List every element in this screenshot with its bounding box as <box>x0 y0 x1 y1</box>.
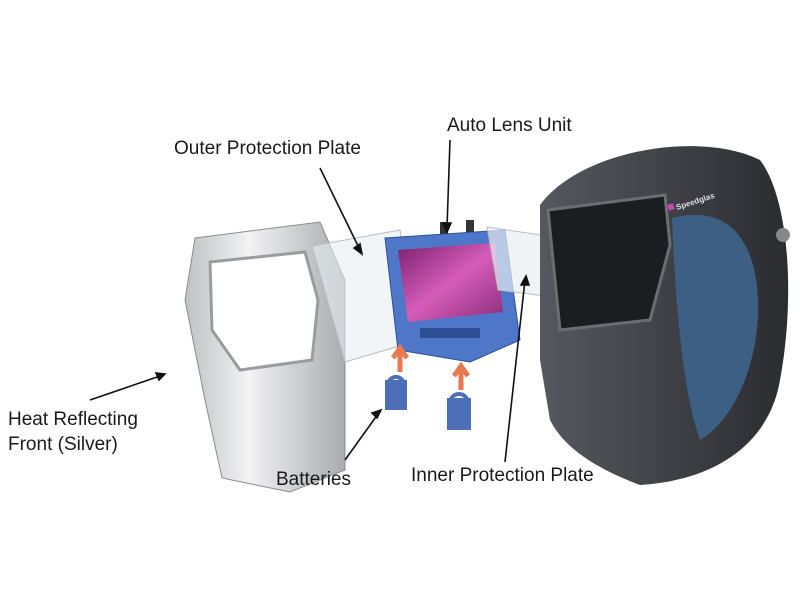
auto-lens-unit <box>384 220 521 363</box>
battery-right <box>447 392 471 430</box>
label-inner-protection-plate: Inner Protection Plate <box>411 465 594 486</box>
helmet-shell: Speedglas <box>540 146 790 485</box>
label-heat-reflecting-front-line1: Heat Reflecting <box>8 409 138 430</box>
battery-left <box>385 375 407 410</box>
insert-arrow-icon <box>390 343 410 372</box>
leader-lines <box>89 139 531 463</box>
heat-reflecting-front <box>184 221 346 493</box>
label-heat-reflecting-front-line2: Front (Silver) <box>8 434 118 455</box>
insert-arrow-icon <box>451 361 471 390</box>
label-batteries: Batteries <box>276 469 351 490</box>
label-auto-lens-unit: Auto Lens Unit <box>447 115 572 136</box>
label-outer-protection-plate: Outer Protection Plate <box>174 138 361 159</box>
